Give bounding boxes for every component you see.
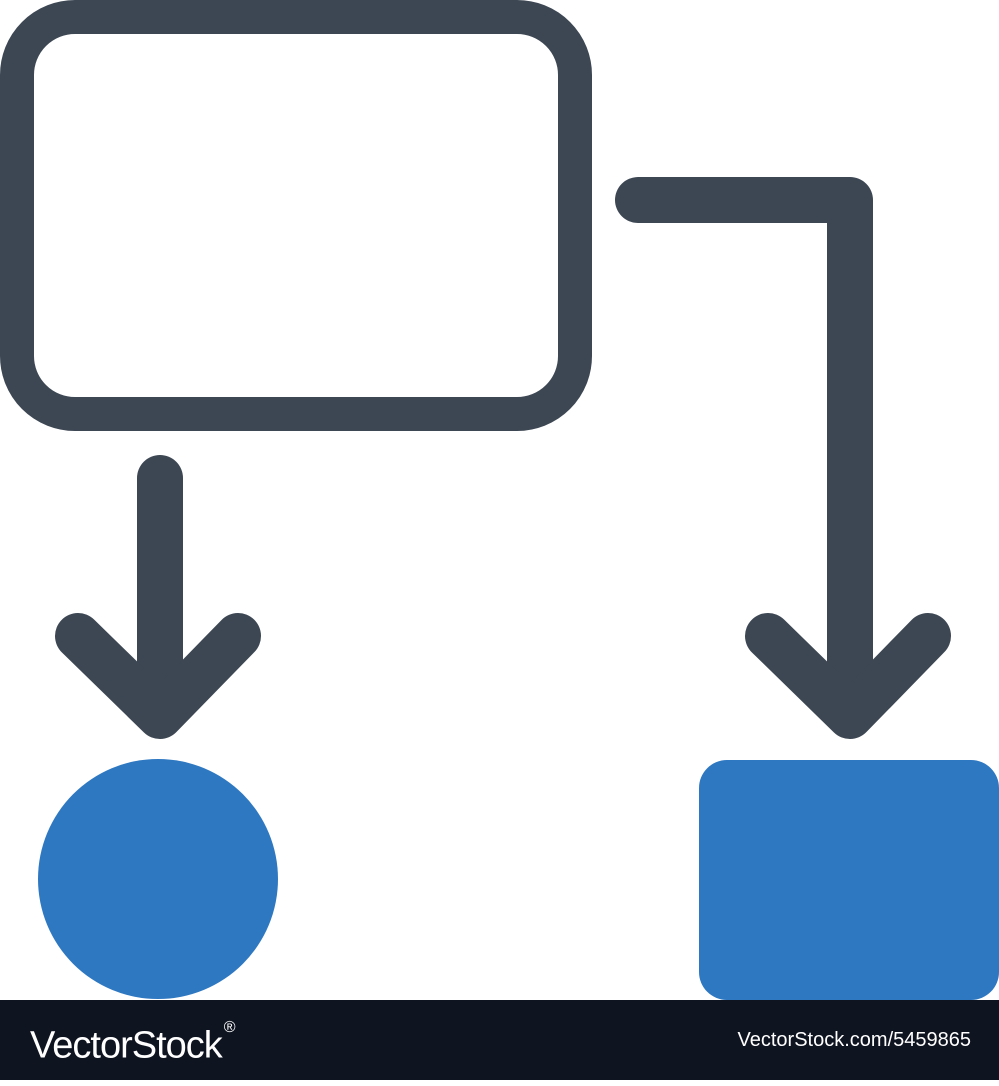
output-box-node: [699, 760, 999, 1000]
flowchart-diagram: [0, 0, 999, 1000]
registered-mark: ®: [223, 1019, 236, 1036]
logo-text: VectorStock: [30, 1024, 223, 1067]
connector-left-arrowhead: [55, 613, 261, 739]
terminal-circle-node: [38, 759, 278, 999]
vectorstock-logo: VectorStock®: [30, 1000, 236, 1080]
watermark-footer: VectorStock® VectorStock.com/5459865: [0, 1000, 999, 1080]
process-box-node: [0, 0, 592, 431]
image-id-text: VectorStock.com/5459865: [737, 1029, 971, 1051]
connector-right-arrowhead: [745, 613, 951, 739]
connector-right-line: [615, 177, 873, 735]
